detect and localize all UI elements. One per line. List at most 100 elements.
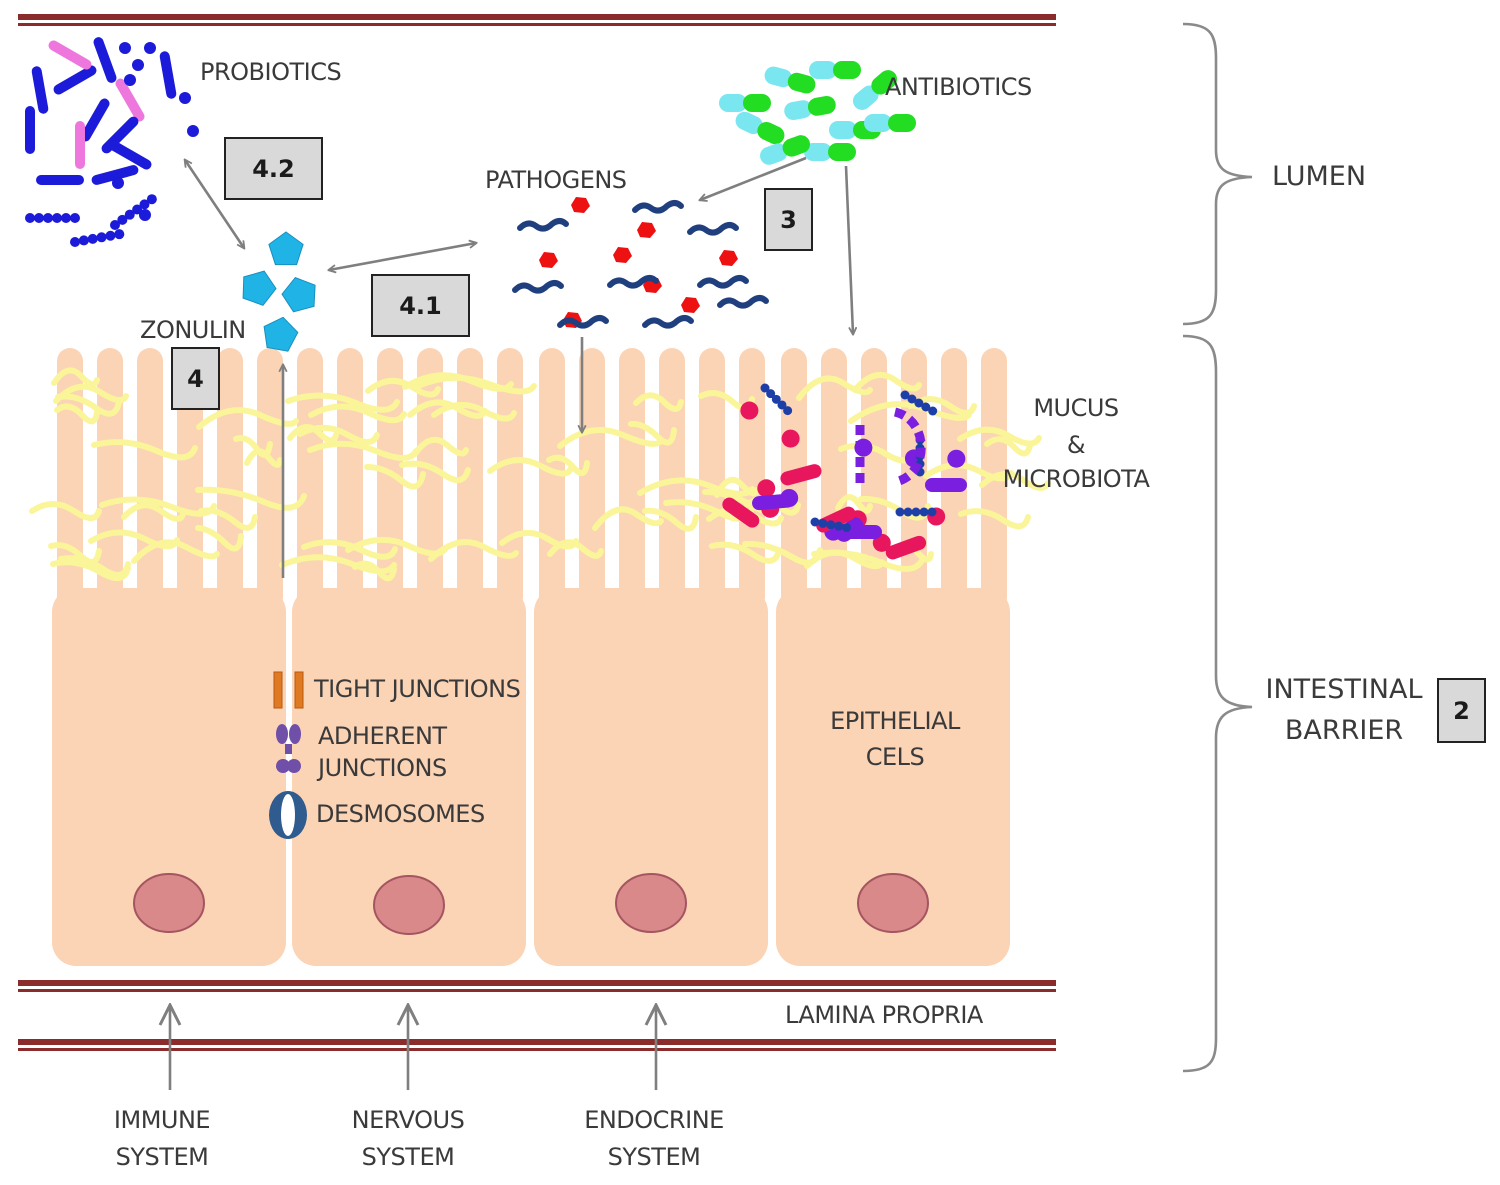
adherent-junction-icon xyxy=(276,724,301,773)
probiotic-coccus xyxy=(119,42,131,54)
pathogen-cell xyxy=(539,252,558,268)
microbe-coccus xyxy=(947,449,966,468)
probiotic-chain xyxy=(43,213,53,223)
mucus-strand xyxy=(91,439,198,461)
microbe-chain xyxy=(810,517,820,527)
nervous-label: NERVOUS xyxy=(351,1106,465,1134)
mucus-strand xyxy=(642,507,699,532)
probiotic-chain xyxy=(132,204,143,215)
probiotic-coccus xyxy=(144,42,156,54)
probiotics-cluster xyxy=(25,37,199,247)
probiotic-rod xyxy=(159,51,177,99)
antibiotic-capsule xyxy=(760,135,810,165)
adherent-label: ADHERENT xyxy=(318,722,447,750)
mucus-strand xyxy=(195,486,307,511)
mucus-strand xyxy=(297,424,380,445)
microbe-chain xyxy=(928,406,938,416)
mucus-strand xyxy=(487,457,574,477)
mucus-strand xyxy=(402,372,514,392)
microbe-chain xyxy=(777,400,787,410)
microbe-chain xyxy=(783,406,793,416)
mucus-strand xyxy=(279,554,397,575)
probiotic-rod xyxy=(36,175,84,185)
microbe-chain xyxy=(771,394,781,404)
box-3: 3 xyxy=(764,188,813,251)
microvillus xyxy=(217,348,243,610)
microbe-chain xyxy=(842,523,852,533)
mucus-strand xyxy=(411,374,537,395)
microbe-chain xyxy=(907,394,917,404)
pathogen-spirochete xyxy=(557,315,609,329)
mucus-strand xyxy=(499,530,579,550)
endocrine-label: ENDOCRINE xyxy=(584,1106,724,1134)
mucus-strand xyxy=(923,462,1014,482)
arrows xyxy=(170,156,853,1090)
microbe-spiral xyxy=(855,407,926,487)
probiotic-coccus xyxy=(132,59,144,71)
microvillus xyxy=(821,348,847,610)
probiotic-rod xyxy=(115,78,145,122)
mucus-strand xyxy=(51,367,100,388)
epithelial-cell-3 xyxy=(534,588,768,966)
mucus-strand xyxy=(88,529,180,550)
microbe-coccus xyxy=(781,429,800,448)
probiotic-rod xyxy=(75,121,85,169)
probiotic-chain xyxy=(70,237,80,247)
mucus-strand xyxy=(345,536,449,557)
nucleus-2 xyxy=(373,875,445,935)
probiotic-rod xyxy=(108,140,152,170)
probiotic-rod xyxy=(91,165,139,185)
antibiotic-capsule xyxy=(852,70,898,110)
probiotic-chain xyxy=(25,213,35,223)
microbiota-label: MICROBIOTA xyxy=(1002,465,1150,493)
lamina-propria-membranes xyxy=(18,980,1056,1051)
probiotic-chain xyxy=(78,235,89,246)
mucus-strand xyxy=(714,476,760,498)
antibiotic-capsule xyxy=(764,66,816,94)
probiotic-chain xyxy=(146,194,157,205)
mucus-strand xyxy=(633,392,684,412)
pathogen-spirochete xyxy=(687,222,739,236)
probiotic-coccus xyxy=(187,125,199,137)
zonulin-icon xyxy=(242,231,316,352)
probiotic-rod xyxy=(80,98,110,142)
zonulin-pentagon xyxy=(268,231,304,266)
mucus-strand xyxy=(431,402,517,422)
pathogen-spirochete xyxy=(607,275,659,289)
epithelial-label: EPITHELIAL xyxy=(830,707,960,735)
pathogen-spirochete xyxy=(517,218,569,232)
pathogens-cluster xyxy=(512,197,769,329)
probiotic-rod xyxy=(48,40,92,70)
mucus-strand xyxy=(835,494,873,514)
box-4: 4 xyxy=(171,347,220,410)
box-4-2: 4.2 xyxy=(224,137,323,200)
lumen-label: LUMEN xyxy=(1272,161,1367,192)
arrow-zonulin-pathogens xyxy=(329,243,476,270)
microvillus xyxy=(861,348,887,610)
mucus-strand xyxy=(984,436,1033,457)
cels-label: CELS xyxy=(865,743,925,771)
mucus-strand xyxy=(54,403,100,425)
mucus-strand xyxy=(53,383,129,404)
top-membrane xyxy=(18,14,1056,26)
microvillus xyxy=(579,348,605,610)
endocrine-system-label: SYSTEM xyxy=(607,1143,701,1171)
microbe-chain xyxy=(826,520,836,530)
mucus-strand xyxy=(557,427,664,449)
microbe-chain xyxy=(834,521,844,531)
pathogen-spirochete xyxy=(632,200,684,214)
zonulin-pentagon xyxy=(263,316,299,352)
nervous-system-label: SYSTEM xyxy=(361,1143,455,1171)
probiotic-chain xyxy=(124,209,135,220)
probiotic-chain xyxy=(34,213,44,223)
mucus-strand xyxy=(195,525,244,552)
probiotic-chain xyxy=(70,213,80,223)
mucus-strand xyxy=(244,448,283,468)
microbe-coccus xyxy=(740,401,759,420)
tight-junctions-label: TIGHT JUNCTIONS xyxy=(314,675,521,703)
nucleus-4 xyxy=(857,873,929,933)
microbe-rod xyxy=(885,535,927,560)
mucus-strand xyxy=(55,393,122,417)
